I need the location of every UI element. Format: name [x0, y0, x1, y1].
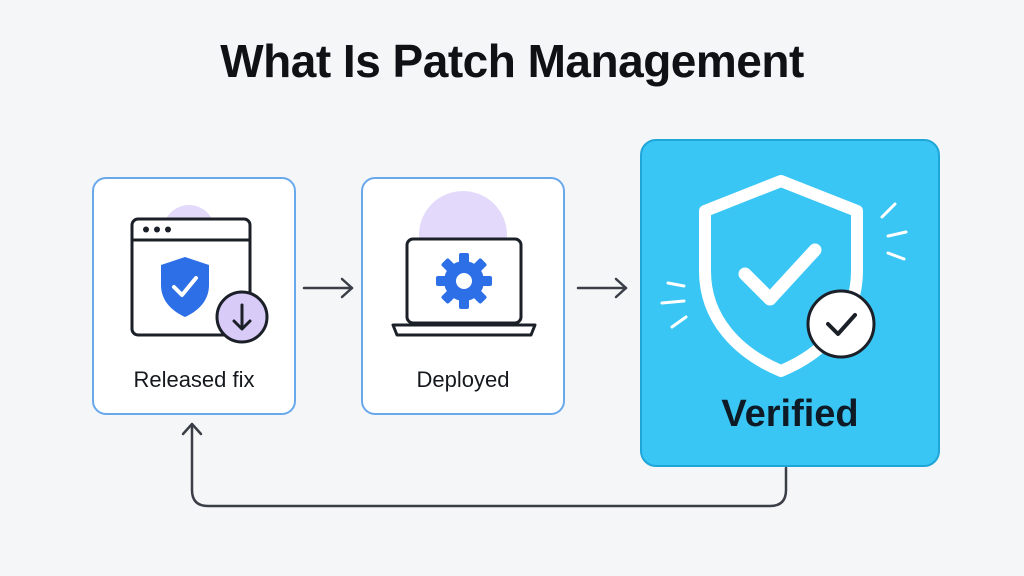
step-label: Released fix — [133, 367, 255, 392]
shield-check-icon — [161, 257, 209, 317]
step-released-fix-card: Released fix — [92, 177, 296, 415]
step-label: Verified — [721, 393, 859, 435]
gear-icon — [436, 253, 492, 309]
step-verified-card: Verified — [640, 139, 940, 467]
arrow-right-icon — [302, 277, 354, 299]
arrow-right-icon — [576, 277, 628, 299]
page-title: What Is Patch Management — [220, 35, 804, 87]
laptop-icon — [391, 237, 537, 337]
step-label: Deployed — [416, 367, 510, 392]
check-badge-icon — [806, 289, 876, 359]
download-arrow-icon — [215, 290, 269, 344]
sparkle-lines — [660, 202, 908, 329]
step-deployed-card: Deployed — [361, 177, 565, 415]
